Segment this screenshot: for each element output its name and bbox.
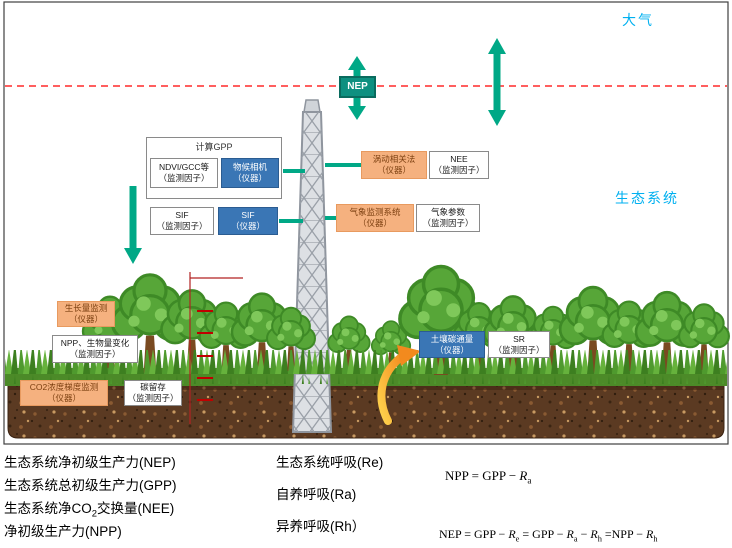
nee-sublabel: （监测因子） [433, 165, 485, 175]
formula-nep-s4: h [653, 534, 658, 544]
eddy-sublabel: （仪器） [376, 165, 411, 175]
npp-biomass-box: NPP、生物量变化 （监测因子） [52, 335, 138, 363]
met-params-sublabel: （监测因子） [422, 218, 474, 228]
right-exchange-updown-arrow [488, 38, 506, 126]
nee-label: NEE [450, 154, 468, 165]
eddy-covariance-box: 涡动相关法 （仪器） [361, 151, 427, 179]
phenocam-sublabel: （仪器） [232, 173, 267, 183]
ndvi-gcc-factor-box: NDVI/GCC等 （监测因子） [150, 158, 218, 188]
soil [7, 381, 725, 439]
co2-gradient-sublabel: （仪器） [46, 393, 81, 403]
sif-factor-box: SIF （监测因子） [150, 207, 214, 235]
gpp-group-title: 计算GPP [195, 142, 233, 152]
growth-monitor-label: 生长量监测 [64, 303, 108, 314]
legend-npp: 净初级生产力(NPP) [4, 524, 122, 539]
legend-re: 生态系统呼吸(Re) [276, 455, 384, 470]
sif-instrument-box: SIF （仪器） [218, 207, 278, 235]
sr-sublabel: （监测因子） [493, 344, 545, 355]
legend-nee-part2: 交换量(NEE) [97, 501, 175, 516]
sif-factor-label: SIF [175, 210, 189, 221]
ecosystem-label: 生态系统 [615, 190, 679, 206]
formula-nep-p3: − [577, 527, 591, 541]
ndvi-gcc-factor-label: NDVI/GCC等 [158, 162, 210, 173]
nee-factor-box: NEE （监测因子） [429, 151, 489, 179]
growth-monitor-box: 生长量监测 （仪器） [57, 301, 115, 327]
growth-monitor-sublabel: （仪器） [68, 314, 103, 324]
sif-instrument-sublabel: （仪器） [230, 221, 265, 231]
formula-nep-r1: R [508, 527, 516, 541]
connector-lines [279, 163, 362, 223]
formula-nep-s2: a [573, 534, 578, 544]
soil-respiration-arrow [377, 345, 421, 425]
legend-nee: 生态系统净CO2交换量(NEE) [4, 497, 174, 520]
legend-rh: 异养呼吸(Rh） [276, 519, 366, 534]
legend-nee-part1: 生态系统净CO [4, 501, 92, 516]
formula-nep: NEP = GPP − Re = GPP − Ra − Rh =NPP − Rh [427, 512, 658, 548]
soil-flux-label: 土壤碳通量 [430, 333, 474, 344]
co2-gradient-box: CO2浓度梯度监测 （仪器） [20, 380, 108, 406]
met-params-label: 气象参数 [430, 207, 465, 218]
legend-nee-sub: 2 [91, 508, 97, 520]
gpp-calculation-group: 计算GPP [146, 137, 282, 199]
sif-instrument-label: SIF [241, 210, 255, 221]
formula-npp-r: R [519, 468, 528, 483]
eddy-label: 涡动相关法 [372, 154, 416, 165]
ndvi-gcc-factor-sublabel: （监测因子） [158, 173, 210, 183]
legend-ra: 自养呼吸(Ra) [276, 487, 357, 502]
carbon-storage-label: 碳留存 [140, 382, 166, 393]
met-system-label: 气象监测系统 [349, 207, 401, 218]
carbon-storage-sublabel: （监测因子） [127, 393, 179, 403]
scene-graphic [3, 1, 730, 445]
left-down-arrow [124, 186, 142, 264]
npp-biomass-sublabel: （监测因子） [69, 349, 121, 359]
met-system-sublabel: （仪器） [357, 218, 392, 228]
co2-gradient-label: CO2浓度梯度监测 [29, 382, 99, 393]
soil-flux-sublabel: （仪器） [434, 344, 469, 355]
formula-npp-sub: a [527, 475, 532, 486]
formula-nep-s3: h [597, 534, 602, 544]
formula-nep-p2: = GPP − [519, 527, 567, 541]
legend-nep: 生态系统净初级生产力(NEP) [4, 455, 176, 470]
formula-nep-r3: R [590, 527, 598, 541]
sr-factor-box: SR （监测因子） [488, 331, 550, 358]
formula-nep-r2: R [566, 527, 574, 541]
formula-nep-p1: NEP = GPP − [439, 527, 509, 541]
npp-biomass-label: NPP、生物量变化 [60, 338, 130, 349]
formula-npp-text: NPP = GPP − [445, 468, 520, 483]
legend-gpp: 生态系统总初级生产力(GPP) [4, 478, 177, 493]
met-params-box: 气象参数 （监测因子） [416, 204, 480, 232]
sif-factor-sublabel: （监测因子） [156, 221, 208, 231]
measurement-pole [189, 272, 243, 424]
carbon-storage-box: 碳留存 （监测因子） [124, 380, 182, 406]
sr-label: SR [513, 333, 525, 344]
nep-badge-label: NEP [347, 80, 368, 92]
formula-nep-p4: =NPP − [601, 527, 646, 541]
phenocam-instrument-box: 物候相机 （仪器） [221, 158, 279, 188]
formula-nep-s1: e [515, 534, 520, 544]
atmosphere-label: 大气 [622, 12, 654, 28]
formula-npp: NPP = GPP − Ra [432, 452, 531, 502]
phenocam-label: 物候相机 [232, 162, 267, 173]
frame-border [3, 1, 729, 445]
formula-nep-r4: R [645, 527, 654, 541]
met-system-box: 气象监测系统 （仪器） [336, 204, 414, 232]
nep-badge: NEP [339, 76, 376, 98]
soil-flux-box: 土壤碳通量 （仪器） [419, 331, 485, 358]
